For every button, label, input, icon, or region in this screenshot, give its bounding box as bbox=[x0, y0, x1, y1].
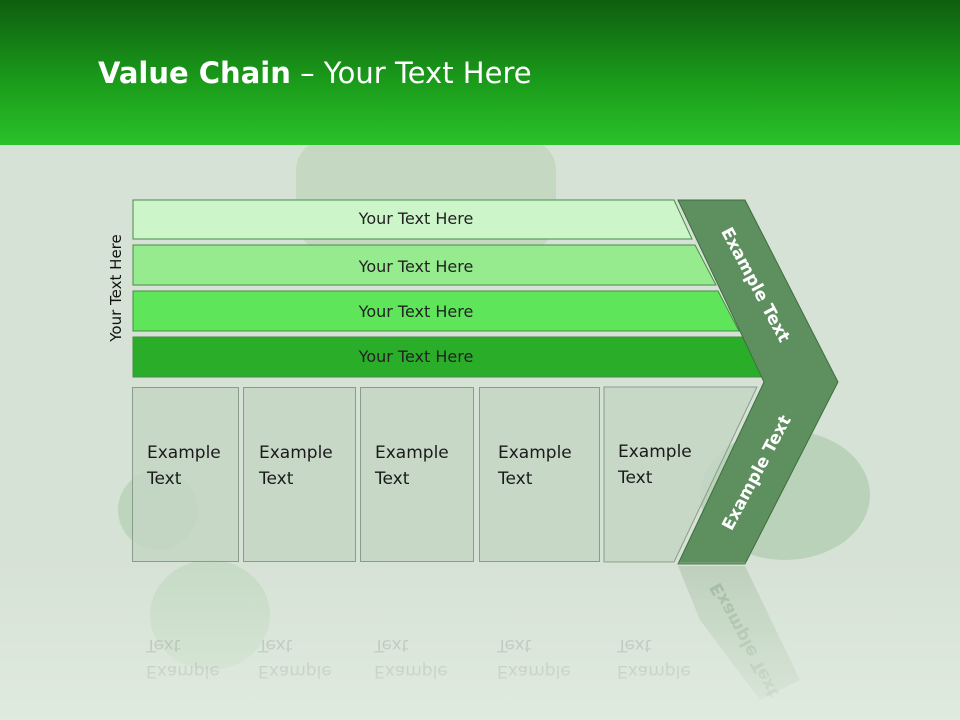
bar-4-label: Your Text Here bbox=[358, 347, 474, 366]
bar-3[interactable] bbox=[132, 290, 740, 332]
box-2[interactable]: Example Text bbox=[243, 387, 356, 562]
box-3-line1: Example bbox=[375, 443, 449, 463]
page-title: Value Chain – Your Text Here bbox=[98, 56, 532, 90]
box-3-line2: Text bbox=[375, 469, 410, 489]
box-5-line2: Text bbox=[618, 468, 653, 488]
box-2-line2: Text bbox=[259, 469, 294, 489]
box-2-text: Example Text bbox=[259, 440, 333, 492]
box-3-text: Example Text bbox=[375, 440, 449, 492]
box-5-text: Example Text bbox=[618, 439, 692, 491]
box-4-text: Example Text bbox=[498, 440, 572, 492]
box-1-text: Example Text bbox=[147, 440, 221, 492]
box-4-line1: Example bbox=[498, 443, 572, 463]
box-1-line2: Text bbox=[147, 469, 182, 489]
reflection-fade bbox=[0, 562, 960, 720]
box-3[interactable]: Example Text bbox=[360, 387, 474, 562]
box-4[interactable]: Example Text bbox=[479, 387, 600, 562]
bar-2-label: Your Text Here bbox=[358, 257, 474, 276]
box-1[interactable]: Example Text bbox=[132, 387, 239, 562]
bar-2[interactable] bbox=[132, 244, 717, 286]
box-2-line1: Example bbox=[259, 443, 333, 463]
chevron-shape[interactable] bbox=[677, 199, 839, 565]
bar-3-label: Your Text Here bbox=[358, 302, 474, 321]
box-5-line1: Example bbox=[618, 442, 692, 462]
box-1-line1: Example bbox=[147, 443, 221, 463]
header-banner bbox=[0, 0, 960, 145]
bar-1[interactable] bbox=[132, 199, 693, 240]
box-4-line2: Text bbox=[498, 469, 533, 489]
title-rest: – Your Text Here bbox=[290, 56, 532, 90]
bar-1-label: Your Text Here bbox=[358, 209, 474, 228]
title-bold: Value Chain bbox=[98, 56, 291, 90]
